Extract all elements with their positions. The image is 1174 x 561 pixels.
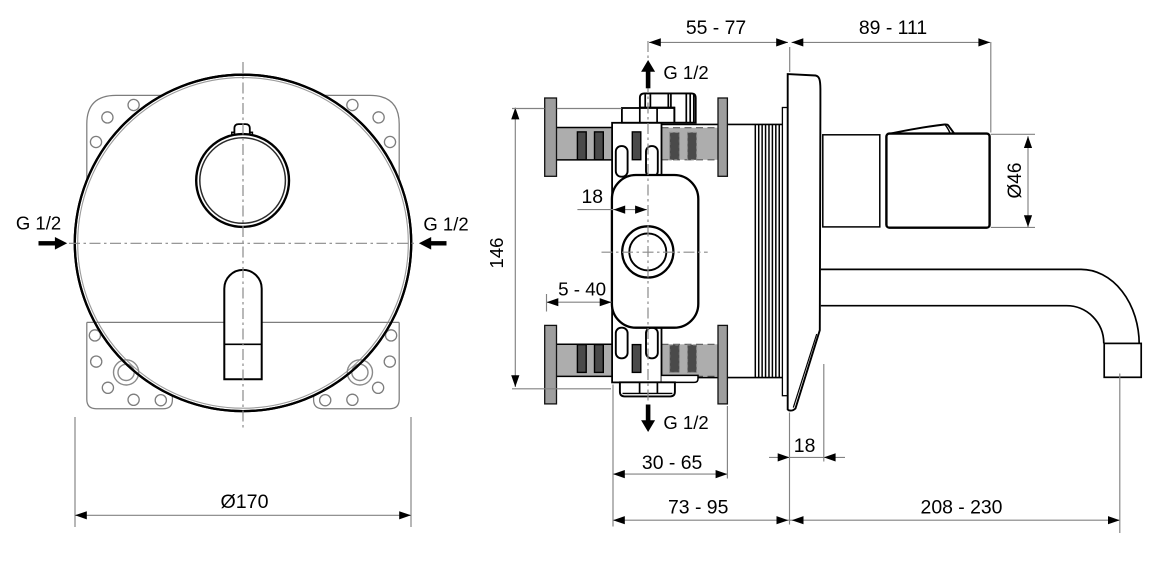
svg-text:G 1/2: G 1/2 <box>16 213 61 234</box>
svg-text:5 - 40: 5 - 40 <box>558 279 606 300</box>
svg-text:55 - 77: 55 - 77 <box>686 17 746 39</box>
svg-text:G 1/2: G 1/2 <box>663 62 708 83</box>
svg-text:30 - 65: 30 - 65 <box>642 452 702 474</box>
svg-text:G 1/2: G 1/2 <box>663 412 708 433</box>
svg-text:Ø46: Ø46 <box>1005 163 1026 199</box>
svg-text:Ø170: Ø170 <box>221 491 269 513</box>
svg-text:G 1/2: G 1/2 <box>423 213 468 234</box>
svg-text:18: 18 <box>794 435 816 457</box>
svg-text:18: 18 <box>582 186 604 208</box>
svg-text:146: 146 <box>486 238 507 269</box>
svg-text:208 - 230: 208 - 230 <box>921 496 1003 518</box>
svg-text:89 - 111: 89 - 111 <box>859 17 927 39</box>
svg-text:73 - 95: 73 - 95 <box>668 496 728 518</box>
